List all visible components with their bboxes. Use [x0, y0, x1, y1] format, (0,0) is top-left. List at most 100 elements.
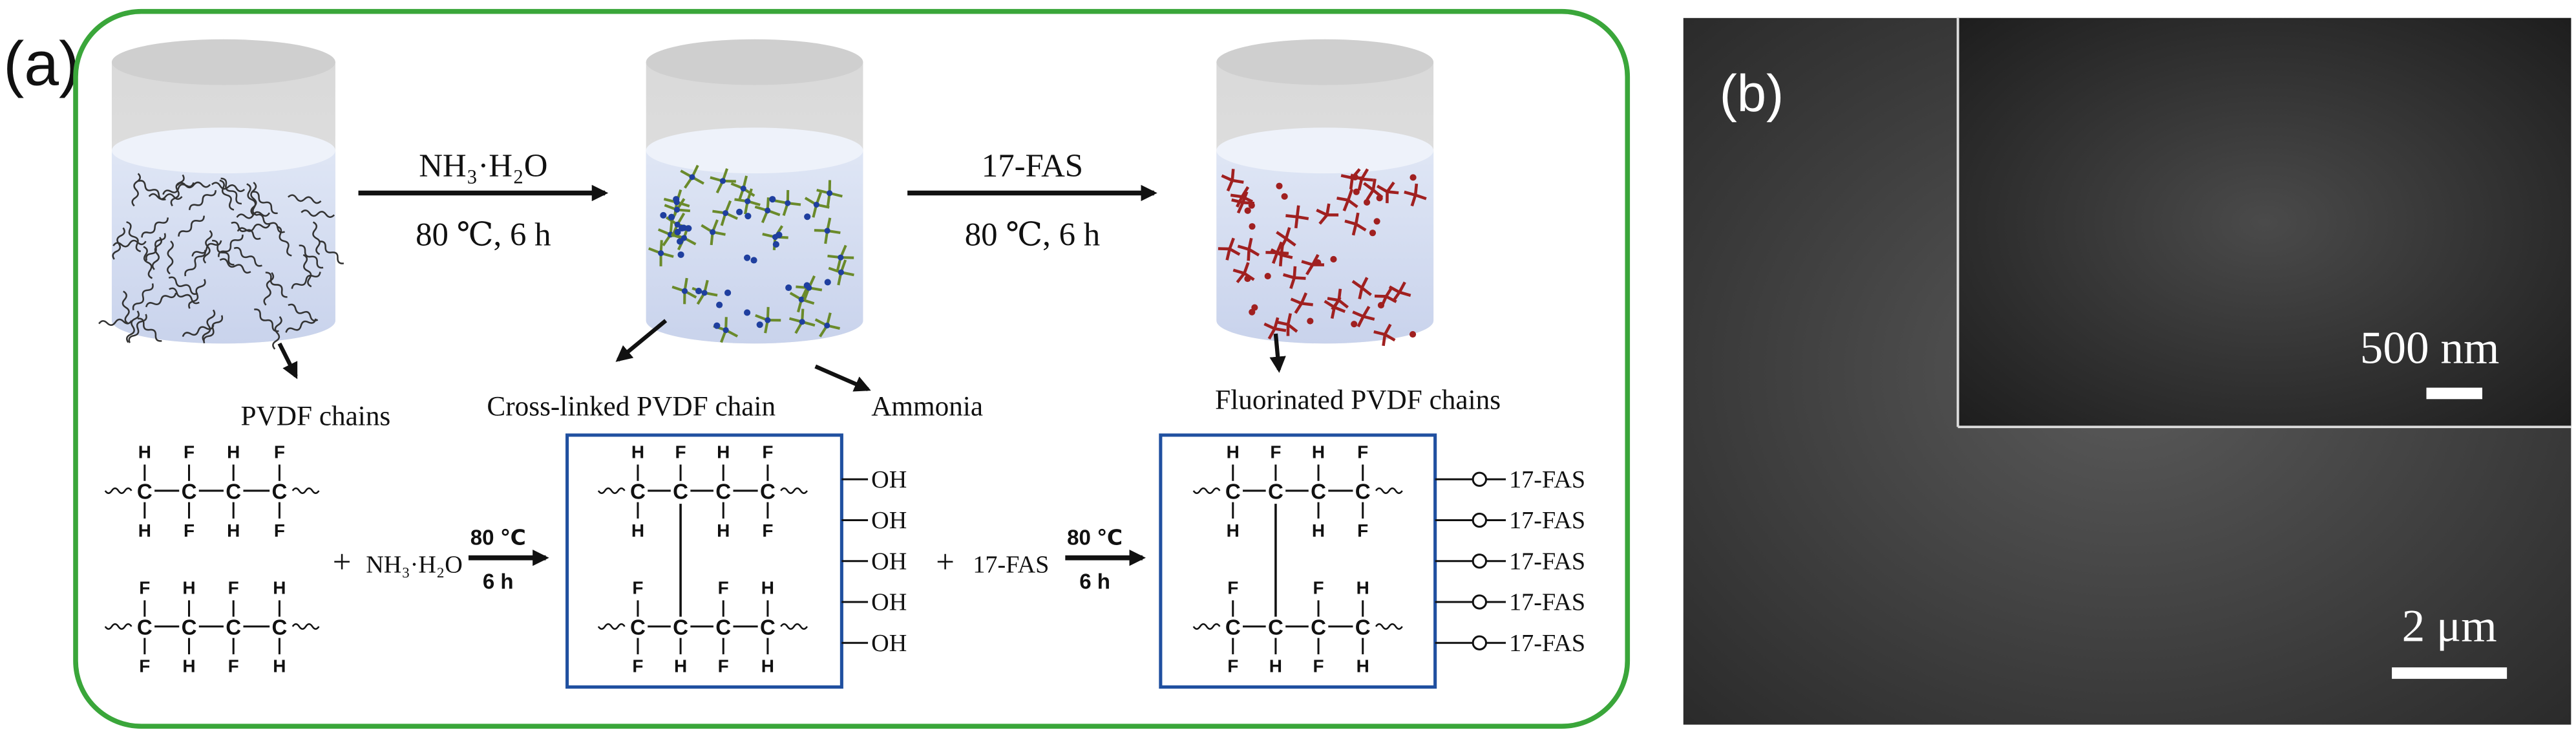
fluorinated-dot	[1369, 230, 1377, 237]
pvdf-chain	[182, 325, 215, 338]
fluorinated-chains-group	[1218, 168, 1427, 347]
carbon-atom: C	[137, 480, 153, 504]
substituent-atom: F	[139, 577, 150, 597]
pvdf-chain	[126, 221, 142, 253]
crosslinked-structure-box	[565, 433, 843, 689]
carbon-atom: C	[760, 616, 776, 639]
pvdf-chain	[148, 193, 183, 200]
linker-oxygen	[1472, 594, 1488, 610]
crosslinked-chain	[804, 191, 830, 218]
carbon-atom: C	[137, 616, 153, 639]
crosslinked-chain	[814, 312, 841, 338]
carbon-atom: C	[715, 616, 731, 639]
fluorinated-dot	[1314, 259, 1322, 266]
scheme-reagent1: NH₃·H₂O	[366, 552, 463, 579]
carbon-atom: C	[182, 616, 197, 639]
substituent-atom: F	[228, 656, 239, 676]
fluorinated-chain	[1404, 183, 1427, 207]
scheme-temp1: 80 ℃	[470, 526, 526, 550]
ammonia-dot	[679, 224, 686, 231]
fas-group: 17-FAS	[1509, 507, 1585, 534]
fluorinated-dot	[1409, 331, 1417, 338]
scale-main-bar	[2392, 667, 2507, 679]
chain-end	[1375, 487, 1403, 494]
crosslinked-chain	[734, 188, 761, 215]
fluorinated-chain	[1263, 317, 1287, 340]
crosslinked-chain	[730, 175, 755, 202]
fluorinated-dot	[1248, 202, 1255, 209]
ammonia-dot	[750, 257, 757, 264]
fas-group: 17-FAS	[1509, 630, 1585, 657]
carbon-atom: C	[715, 480, 731, 504]
beaker-fluorinated	[1216, 39, 1434, 347]
carbon-atom: C	[630, 480, 646, 504]
pvdf-chain	[170, 174, 185, 207]
carbon-atom: C	[630, 616, 646, 639]
substituent-atom: H	[138, 442, 151, 462]
substituent-atom: F	[139, 656, 150, 676]
fluorinated-dot	[1353, 188, 1360, 195]
fluorinated-chain	[1344, 212, 1367, 236]
fluorinated-dot	[1264, 272, 1271, 280]
fluorinated-dot	[1363, 199, 1371, 206]
pvdf-chains-group	[98, 173, 344, 350]
scheme-time1: 6 h	[483, 570, 514, 594]
pvdf-chain	[143, 246, 153, 279]
fluorinated-chain	[1237, 237, 1260, 261]
substituent-atom: H	[227, 521, 240, 541]
substituent-atom: H	[717, 521, 730, 541]
pvdf-chain	[236, 211, 271, 219]
pvdf-chain	[141, 217, 169, 238]
pvdf-chain	[178, 215, 205, 237]
fluorinated-structure-box	[1159, 433, 1437, 689]
crosslinked-chain	[788, 308, 816, 334]
pvdf-chain	[112, 227, 125, 260]
ammonia-dot	[785, 284, 792, 292]
fluorinated-dot	[1409, 174, 1417, 181]
substituent-atom: H	[227, 442, 240, 462]
fluorinated-dot	[1351, 321, 1358, 328]
linker-oxygen	[1472, 635, 1488, 650]
crosslinked-chain	[701, 219, 726, 246]
linker-oxygen	[1472, 471, 1488, 487]
pvdf-chain	[250, 182, 257, 216]
crosslinked-chain	[827, 244, 854, 271]
substituent-atom: F	[632, 656, 643, 676]
substituent-atom: H	[631, 442, 644, 462]
scheme-plus: +	[333, 544, 352, 580]
pvdf-chain	[263, 272, 275, 306]
crosslinked-label: Cross-linked PVDF chain	[487, 392, 776, 422]
substituent-atom: H	[1269, 656, 1282, 676]
hydroxyl-group: OH	[871, 589, 907, 616]
pvdf-chain	[126, 310, 140, 343]
panel-b-label: (b)	[1720, 65, 1784, 123]
substituent-atom: H	[138, 521, 151, 541]
ammonia-dot	[776, 231, 783, 239]
fluorinated-chain	[1301, 253, 1324, 275]
substituent-atom: F	[184, 521, 195, 541]
substituent-atom: F	[718, 656, 729, 676]
chain-end	[780, 623, 808, 630]
ammonia-dot	[668, 213, 675, 220]
pvdf-chain	[151, 237, 162, 270]
pvdf-chain	[302, 253, 312, 288]
panel-a-frame	[73, 8, 1631, 729]
pvdf-chain	[189, 190, 217, 210]
ammonia-dot	[772, 241, 779, 248]
carbon-atom: C	[1225, 616, 1241, 639]
ammonia-dot	[724, 289, 732, 296]
fluorinated-chain	[1285, 205, 1309, 229]
pvdf-chain	[254, 308, 279, 332]
pvdf-chain	[98, 318, 132, 326]
crosslinked-chain	[774, 189, 801, 217]
chain-end	[597, 623, 626, 630]
ammonia-dot	[676, 238, 684, 245]
substituent-atom: F	[1313, 577, 1324, 597]
pvdf-chain	[167, 240, 174, 275]
substituent-atom: H	[761, 656, 774, 676]
fluorinated-chain	[1282, 266, 1306, 289]
fluorinated-chain	[1388, 281, 1411, 303]
fluorinated-chain	[1324, 296, 1346, 319]
